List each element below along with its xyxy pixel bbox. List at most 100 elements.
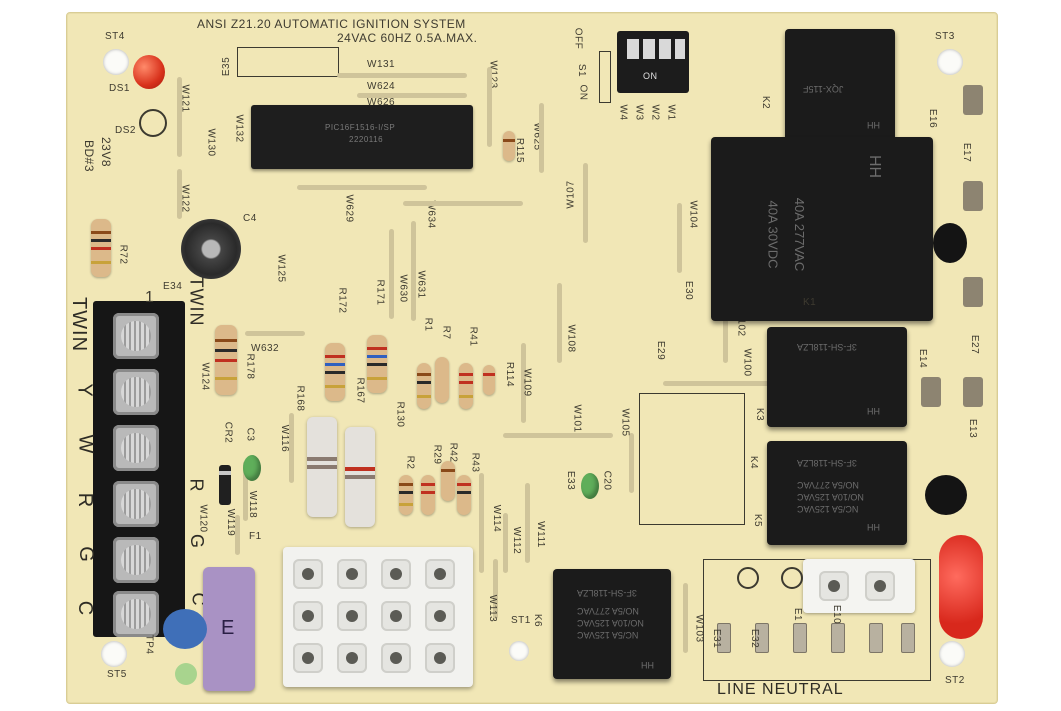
label-st5: ST5 — [107, 669, 127, 680]
dip-footprint — [599, 51, 611, 103]
label-e30: E30 — [683, 280, 695, 301]
relay-k1-brand: HH — [866, 154, 884, 179]
label-k1: K1 — [803, 297, 817, 308]
spade-e12[interactable] — [901, 623, 915, 653]
terminal-screw-twin[interactable] — [113, 313, 159, 359]
dip-lever-1[interactable] — [627, 39, 639, 59]
label-k6: K6 — [532, 613, 544, 628]
label-e10: E10 — [831, 604, 843, 625]
label-e29: E29 — [655, 340, 667, 361]
relay-k1-rating-1: 40A 277VAC — [792, 197, 808, 272]
dip-w3-label: W3 — [633, 104, 645, 121]
spade-e27[interactable] — [963, 277, 983, 307]
relay-k2: HH JQX-115F — [785, 29, 895, 149]
socket-8 — [425, 601, 455, 631]
relay-k5-rating-3: NC/5A 125VAC — [797, 504, 859, 514]
dip-w2-label: W2 — [649, 104, 661, 121]
label-e14: E14 — [917, 348, 929, 369]
label-f1: F1 — [249, 531, 262, 542]
label-r41: R41 — [467, 326, 479, 347]
mount-hole-st3 — [937, 49, 963, 75]
label-k5: K5 — [752, 513, 764, 528]
terminal-screw-g[interactable] — [113, 537, 159, 583]
label-w112: W112 — [511, 526, 523, 555]
terminal-screw-w[interactable] — [113, 425, 159, 471]
resistor-r2 — [399, 475, 413, 515]
terminal-label-w: W — [74, 434, 97, 455]
label-r130: R130 — [394, 401, 406, 428]
spade-e17[interactable] — [963, 181, 983, 211]
relay-k5-rating-1: NO/5A 277VAC — [797, 480, 859, 490]
terminal-screw-c[interactable] — [113, 591, 159, 637]
label-e35: E35 — [221, 56, 233, 77]
label-k3: K3 — [754, 407, 766, 422]
fuse-f1[interactable]: E — [203, 567, 255, 691]
terminal-screw-r[interactable] — [113, 481, 159, 527]
mcu-date-code: 2220116 — [349, 135, 384, 144]
jumper-w632 — [245, 331, 305, 336]
board-code-label: 23V8 — [99, 136, 114, 168]
label-e32: E32 — [749, 628, 761, 649]
label-w632: W632 — [251, 343, 280, 354]
socket-9 — [293, 643, 323, 673]
spade-e14[interactable] — [921, 377, 941, 407]
mount-hole-st1 — [509, 641, 529, 661]
jumper-w100 — [663, 381, 773, 386]
spade-e13[interactable] — [963, 377, 983, 407]
label-c3: C3 — [244, 427, 256, 442]
jumper-w113 — [493, 559, 498, 619]
relay-k1-rating-2: 40A 30VDC — [765, 200, 781, 269]
two-pin-connector[interactable] — [803, 559, 915, 613]
label-st2: ST2 — [945, 675, 965, 686]
red-led-ds1 — [133, 55, 165, 89]
spade-e31[interactable] — [717, 623, 731, 653]
dip-s1-label: S1 — [576, 63, 588, 78]
spade-e32[interactable] — [755, 623, 769, 653]
resistor-r1 — [417, 363, 431, 409]
resistor-r171 — [367, 335, 387, 393]
label-k2: K2 — [760, 95, 772, 110]
twelve-pin-connector[interactable] — [283, 547, 473, 687]
header-line-2: 24VAC 60HZ 0.5A.MAX. — [337, 31, 478, 45]
fuse-label: E — [221, 617, 236, 639]
relay-k3-brand: HH — [867, 406, 880, 416]
board-id-label: BD#3 — [82, 139, 97, 173]
label-r7: R7 — [440, 325, 452, 340]
label-w132: W132 — [233, 114, 245, 143]
label-ds2: DS2 — [115, 125, 136, 136]
dip-switch-s1[interactable]: ON — [617, 31, 689, 93]
dip-lever-3[interactable] — [659, 39, 671, 59]
jumper-w624 — [357, 93, 467, 98]
label-r115: R115 — [514, 137, 526, 164]
label-w104: W104 — [687, 200, 699, 229]
jumper-w107 — [583, 163, 588, 243]
label-r167: R167 — [354, 377, 366, 404]
label-r1: R1 — [422, 317, 434, 332]
dip-lever-2[interactable] — [643, 39, 655, 59]
spade-e10[interactable] — [831, 623, 845, 653]
resistor-r115 — [503, 131, 515, 161]
socket-7 — [381, 601, 411, 631]
header-line-1: ANSI Z21.20 AUTOMATIC IGNITION SYSTEM — [197, 17, 466, 31]
label-e34: E34 — [163, 281, 183, 292]
label-e31: E31 — [711, 628, 723, 649]
dip-w1-label: W1 — [665, 104, 677, 121]
label-c20: C20 — [601, 470, 613, 491]
label-r168: R168 — [294, 385, 306, 412]
relay-k5-brand: HH — [867, 522, 880, 532]
diode-cr2 — [219, 465, 231, 505]
label-w624: W624 — [367, 81, 396, 92]
dip-lever-4[interactable] — [675, 39, 685, 59]
label-r178: R178 — [244, 353, 256, 380]
terminal-screw-y[interactable] — [113, 369, 159, 415]
two-pin-socket-2 — [865, 571, 895, 601]
jumper-w102 — [723, 303, 728, 363]
spade-e16[interactable] — [963, 85, 983, 115]
spade-e1[interactable] — [793, 623, 807, 653]
label-e17: E17 — [961, 142, 973, 163]
label-w630: W630 — [397, 274, 409, 303]
spade-e11[interactable] — [869, 623, 883, 653]
jumper-w625 — [539, 103, 544, 173]
relay-k5-rating-2: NO/10A 125VAC — [797, 492, 864, 502]
relay-k6-brand: HH — [641, 660, 654, 670]
